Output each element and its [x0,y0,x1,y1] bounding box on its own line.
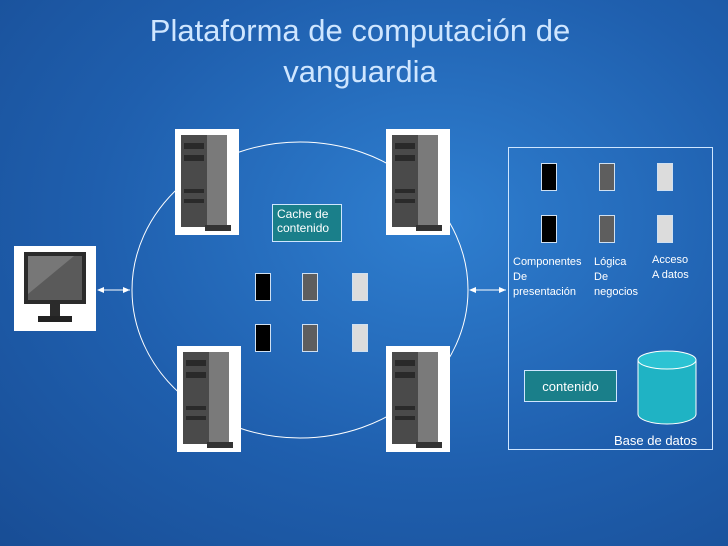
cache-chip-light-top [352,273,368,301]
componentes-line-1: Componentes [513,256,582,268]
panel-chip-light-bottom [657,215,673,243]
logica-line-3: negocios [594,286,639,298]
server-icon-bottom-left [177,346,241,452]
database-cylinder-icon [637,350,697,425]
logica-line-1: Lógica [594,256,627,268]
panel-chip-gray-bottom [599,215,615,243]
acceso-datos-label: Acceso A datos [652,253,689,283]
cache-de-contenido-box: Cache de contenido [272,204,342,242]
componentes-line-2: De [513,271,528,283]
server-icon-bottom-right [386,346,450,452]
cache-chip-gray-bottom [302,324,318,352]
contenido-box: contenido [524,370,617,402]
componentes-line-3: presentación [513,286,576,298]
cache-label-line-2: contenido [277,221,330,235]
monitor-icon [14,246,96,331]
cache-chip-light-bottom [352,324,368,352]
logica-line-2: De [594,271,609,283]
server-cluster-ellipse [131,141,469,439]
panel-chip-light-top [657,163,673,191]
cache-chip-black-top [255,273,271,301]
application-tiers-panel [508,147,713,450]
cache-chip-black-bottom [255,324,271,352]
acceso-line-1: Acceso [652,254,689,266]
panel-chip-black-bottom [541,215,557,243]
panel-chip-black-top [541,163,557,191]
title-line-1: Plataforma de computación de [149,13,571,48]
cache-label-line-1: Cache de [277,207,329,221]
logica-negocios-label: Lógica De negocios [594,255,638,300]
server-icon-top-right [386,129,450,235]
acceso-line-2: A datos [652,269,689,281]
componentes-presentacion-label: Componentes De presentación [513,255,582,300]
server-icon-top-left [175,129,239,235]
title-line-2: vanguardia [283,54,437,89]
slide-title: Plataforma de computación de vanguardia [110,10,610,92]
base-de-datos-label: Base de datos [614,433,698,448]
cache-chip-gray-top [302,273,318,301]
panel-chip-gray-top [599,163,615,191]
